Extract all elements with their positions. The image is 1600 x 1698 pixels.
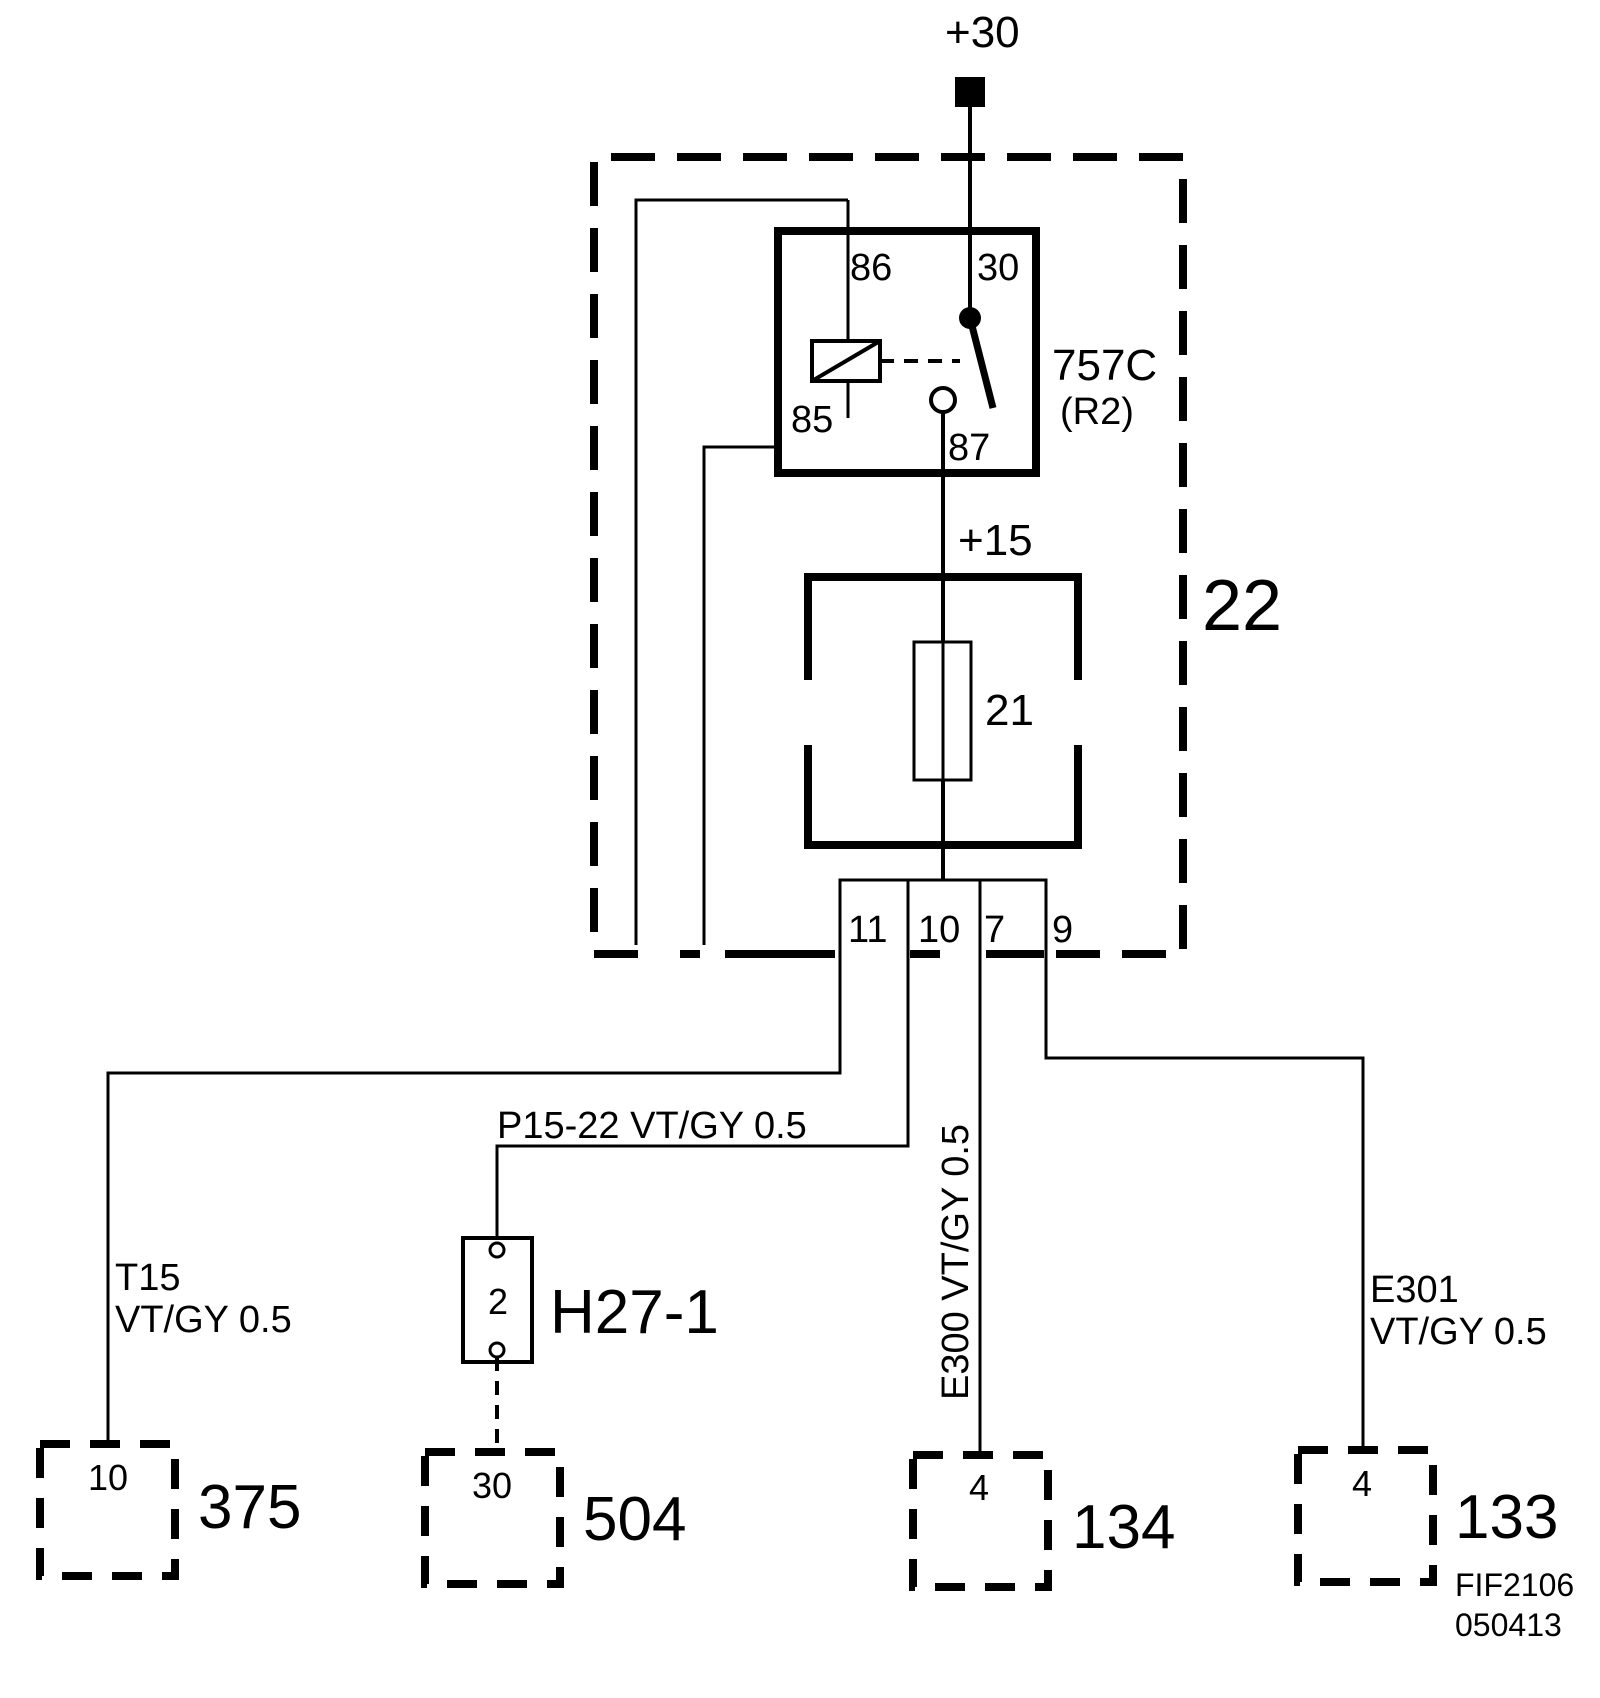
relay-coil-diagonal [810,339,882,383]
relay-box [774,227,1040,477]
fuse-id: 21 [985,686,1034,735]
unit-22-connector: 11 10 7 9 [838,878,1073,954]
supply-terminal-icon [955,77,985,107]
connector-pin-9: 9 [1052,909,1073,951]
unit-22-boundary [590,153,1187,958]
internal-wire-85 [702,445,778,945]
h27-1-id: H27-1 [550,1278,719,1347]
component-375-id: 375 [198,1473,301,1542]
relay-id: 757C [1052,341,1157,390]
wire-p15-22-label: P15-22 VT/GY 0.5 [497,1105,807,1147]
fuse-21: +15 21 [804,516,1082,849]
component-134: 4 134 [909,1451,1175,1591]
connector-pin-7: 7 [984,909,1005,951]
figure-code-line1: FIF2106 [1455,1567,1574,1603]
connector-pin-11: 11 [848,909,887,951]
unit-22-label: 22 [1202,566,1282,646]
fuse-holder-top [804,573,1082,680]
relay-contact-87-icon [929,386,957,414]
wire-t15-label: T15 VT/GY 0.5 [115,1257,292,1341]
component-504-id: 504 [583,1485,686,1554]
internal-wire-86 [634,198,848,945]
component-375-pin: 10 [88,1457,128,1498]
fuse-holder-bottom [804,745,1082,849]
component-134-box [909,1451,1052,1591]
h27-1-socket-icon [488,1241,506,1259]
connector-pin-10: 10 [918,909,960,951]
relay-pin-87: 87 [948,427,990,469]
figure-code-line2: 050413 [1455,1607,1562,1643]
supply-30-label: +30 [945,8,1020,57]
component-133: 4 133 [1294,1446,1558,1586]
figure-code: FIF2106 050413 [1455,1567,1574,1643]
component-134-id: 134 [1072,1493,1175,1562]
component-133-id: 133 [1455,1483,1558,1552]
wire-e301-label-line1: E301 [1370,1269,1459,1311]
wire-t15-label-line1: T15 [115,1257,180,1299]
wire-e301 [1044,880,1365,1450]
fuse-supply-label: +15 [958,516,1033,565]
relay-sub-id: (R2) [1060,391,1134,433]
wire-e301-label-line2: VT/GY 0.5 [1370,1311,1547,1353]
wire-t15-label-line2: VT/GY 0.5 [115,1299,292,1341]
component-134-pin: 4 [969,1467,989,1508]
component-375-box [36,1440,179,1580]
wire-t15 [106,880,842,1444]
relay-pin-86: 86 [850,247,892,289]
component-504-box [421,1448,564,1588]
component-504-pin: 30 [472,1465,512,1506]
component-375: 10 375 [36,1440,301,1580]
component-504: 30 504 [421,1448,686,1588]
h27-1-pin: 2 [488,1281,508,1322]
relay-switch-arm-icon [966,317,997,409]
component-133-pin: 4 [1352,1463,1372,1504]
unit-22: 22 [590,153,1282,958]
connector-h27-1: 2 H27-1 [461,1236,719,1452]
wire-e301-label: E301 VT/GY 0.5 [1370,1269,1547,1353]
component-133-box [1294,1446,1437,1586]
relay-757c: 86 30 85 87 757C (R2) [774,200,1157,880]
wire-p15-22 [495,880,910,1238]
wire-e300-label: E300 VT/GY 0.5 [935,1124,977,1400]
relay-pin-85: 85 [791,399,833,441]
supply-30: +30 [945,8,1020,318]
relay-pin-30: 30 [977,247,1019,289]
h27-1-socket-icon [488,1341,506,1359]
